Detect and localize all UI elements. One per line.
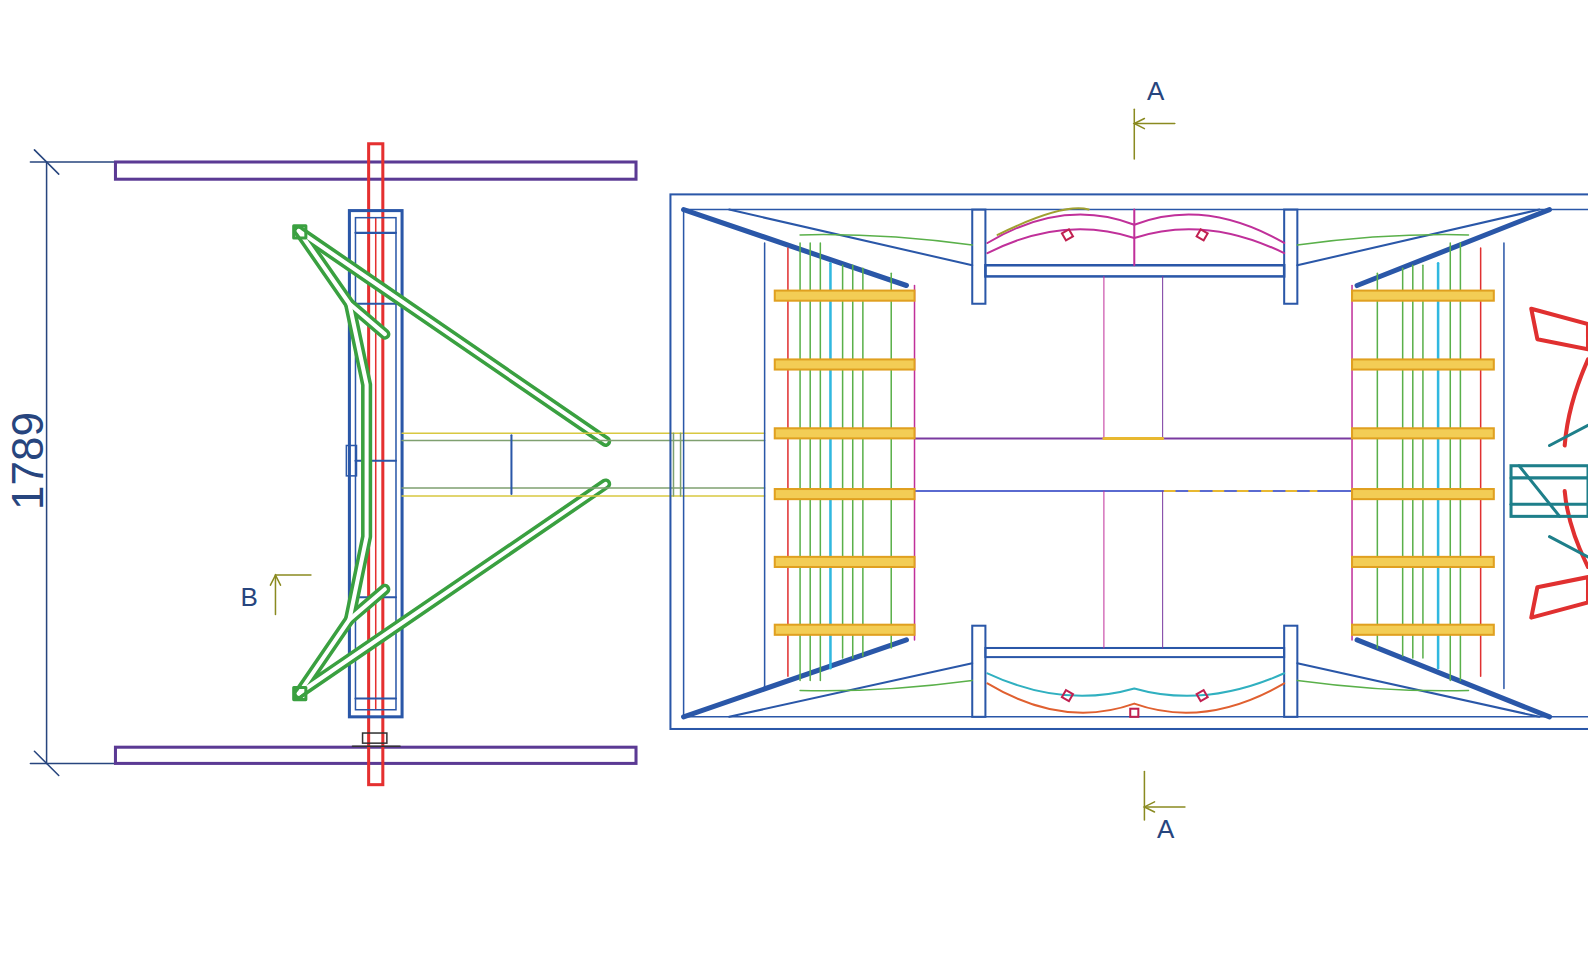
rear-hub: [1511, 425, 1588, 557]
slats: [788, 235, 1481, 691]
wheel: [115, 162, 636, 763]
section-label: A: [1157, 816, 1174, 842]
hitch-plate: [352, 733, 400, 746]
a-frame: [294, 226, 606, 700]
section-marker: [270, 109, 1185, 820]
dimension-value: 1789: [6, 412, 50, 510]
centre-shaft: [915, 276, 1353, 648]
section-label: A: [1147, 78, 1164, 104]
tine-bar: [775, 291, 1494, 635]
side-guide: [987, 208, 1284, 717]
drawbar: [402, 433, 765, 496]
section-label: B: [240, 584, 257, 610]
rear-rotor: [1531, 309, 1588, 618]
chassis: [670, 194, 1588, 729]
